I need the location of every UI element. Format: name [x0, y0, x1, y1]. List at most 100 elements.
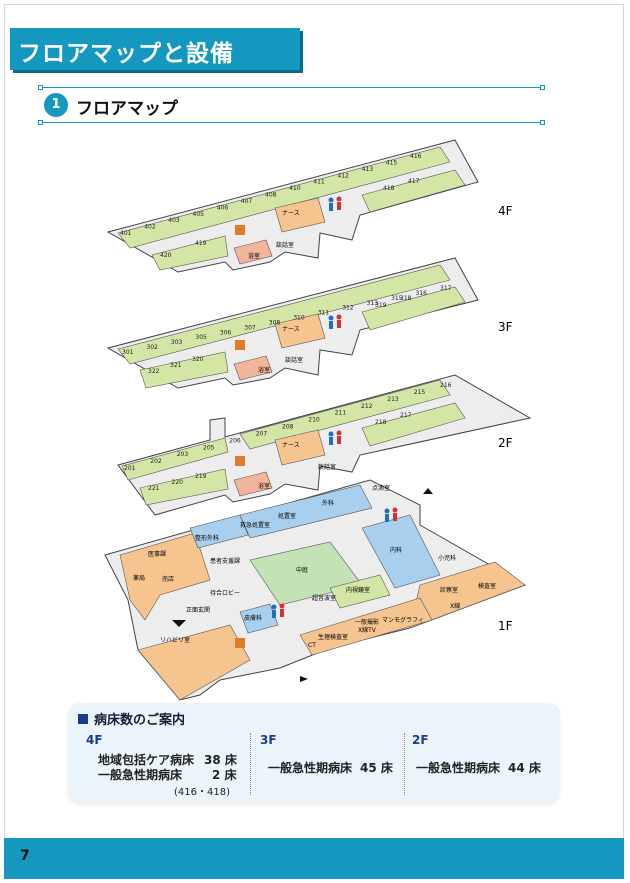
floor-3f-rooms-bottom-band	[139, 351, 229, 389]
room-number: 221	[148, 485, 160, 492]
room-number: 201	[124, 465, 136, 472]
elevator-icon	[235, 638, 245, 648]
room-treatment: 処置室	[278, 512, 296, 520]
room-number: 307	[244, 324, 256, 331]
bed-info-divider	[250, 733, 251, 795]
room-number: 402	[144, 224, 156, 231]
floor-3f-label: 3F	[498, 320, 513, 334]
room-infusion: 点滴室	[372, 484, 390, 492]
bed-info-row-count: 38 床	[204, 753, 237, 767]
floor-3f	[106, 257, 479, 389]
room-number: 412	[338, 172, 350, 179]
room-physiology: 生理検査室	[318, 633, 348, 641]
room-number: 208	[282, 424, 294, 431]
floor-4f-label: 4F	[498, 204, 513, 218]
floor-2f-rooms-top-left	[121, 437, 229, 481]
room-number: 205	[203, 444, 215, 451]
room-number: 405	[193, 211, 205, 218]
room-ultrasound: 超音波室	[312, 594, 336, 602]
elevator-icon	[235, 456, 245, 466]
room-orthopedics: 整形外科	[195, 534, 219, 542]
floor-4f-rooms-top-band	[117, 146, 451, 249]
bed-info-col-4f: 4F 地域包括ケア病床 38 床 一般急性期病床 2 床 (416・418)	[86, 733, 251, 798]
restroom-icon	[392, 507, 398, 521]
room-number: 415	[386, 159, 398, 166]
floor-4f	[106, 139, 479, 273]
room-number: 306	[220, 329, 232, 336]
room-number: 420	[160, 252, 172, 259]
entrance-arrow-icon	[300, 676, 308, 682]
floor-1f-endoscopy	[329, 574, 391, 609]
bed-info-row-name: 一般急性期病床	[98, 768, 183, 782]
entrance-arrow-icon	[172, 620, 186, 627]
floor-1f-exam-block	[299, 597, 433, 656]
bed-info-floor: 2F	[412, 733, 429, 747]
restroom-icon	[279, 603, 285, 617]
bed-info-row-name: 一般急性期病床	[268, 761, 353, 775]
room-number: 410	[289, 185, 301, 192]
room-patient-support: 患者支援課	[210, 557, 240, 565]
floor-4f-right-rooms	[361, 169, 466, 213]
floor-2f	[117, 374, 532, 516]
bed-info-row-count: 45 床	[360, 761, 393, 775]
floor-2f-nurse-station	[274, 429, 326, 466]
floor-4f-lounge-label: 談話室	[276, 241, 294, 249]
room-number: 413	[362, 166, 374, 173]
floor-2f-nurse-station-label: ナース	[282, 442, 300, 449]
footer-bar	[4, 838, 624, 879]
room-number: 419	[195, 240, 207, 247]
bed-info-col-2f: 2F 一般急性期病床 44 床	[412, 733, 552, 795]
restroom-icon	[384, 508, 390, 522]
bed-info-row-name: 地域包括ケア病床	[98, 753, 195, 767]
bed-info-divider	[404, 733, 405, 795]
floor-1f	[104, 479, 527, 701]
room-number: 317	[440, 285, 452, 292]
floor-3f-lounge-label: 談話室	[285, 356, 303, 364]
floor-1f-orthopedics	[189, 514, 249, 549]
elevator-icon	[235, 340, 245, 350]
room-number: 308	[269, 320, 281, 327]
room-number: 312	[342, 305, 354, 312]
room-number: 411	[313, 179, 325, 186]
floor-2f-bath-label: 浴室	[258, 482, 270, 490]
bed-info-floor: 4F	[86, 733, 103, 747]
room-consult: 診察室	[440, 586, 458, 594]
bed-info-col-3f: 3F 一般急性期病床 45 床	[260, 733, 400, 795]
section-rule-dot	[540, 120, 545, 125]
room-pharmacy: 薬局	[133, 574, 145, 582]
room-number: 206	[229, 437, 241, 444]
room-xray: X線	[450, 602, 460, 610]
room-endoscopy: 内視鏡室	[346, 586, 370, 594]
room-number: 316	[416, 290, 428, 297]
room-number: 310	[293, 315, 305, 322]
floor-3f-nurse-station	[274, 313, 326, 349]
floor-2f-bath	[233, 471, 273, 497]
floor-4f-rooms-bottom-band	[151, 235, 229, 271]
bed-info-row-count: 44 床	[508, 761, 541, 775]
room-shop: 売店	[162, 575, 174, 583]
room-number: 407	[241, 198, 253, 205]
elevator-icon	[235, 225, 245, 235]
floor-2f-right-rooms	[361, 402, 466, 447]
bed-info-note: (416・418)	[174, 787, 230, 798]
room-waiting-lobby: 待合ロビー	[210, 589, 240, 597]
entrance-arrow-icon	[423, 488, 433, 494]
section-rule-dot	[38, 120, 43, 125]
bed-info-row-count: 2 床	[212, 768, 237, 782]
bed-info-floor: 3F	[260, 733, 277, 747]
room-front-entrance: 正面玄関	[186, 606, 210, 614]
floor-3f-right-rooms	[361, 286, 466, 331]
room-number: 319	[375, 302, 387, 309]
room-number: 202	[150, 458, 162, 465]
room-emergency: 救急処置室	[240, 521, 270, 529]
floor-2f-rooms-top-right	[239, 379, 451, 450]
room-number: 215	[414, 389, 426, 396]
section-number: 1	[44, 93, 68, 117]
room-general-xray: 一般撮影	[355, 618, 379, 626]
floor-3f-rooms-top-band	[117, 264, 451, 365]
section-rule-dot	[540, 85, 545, 90]
restroom-icon	[328, 197, 334, 211]
room-number: 418	[383, 185, 395, 192]
section-rule-top	[40, 87, 542, 88]
